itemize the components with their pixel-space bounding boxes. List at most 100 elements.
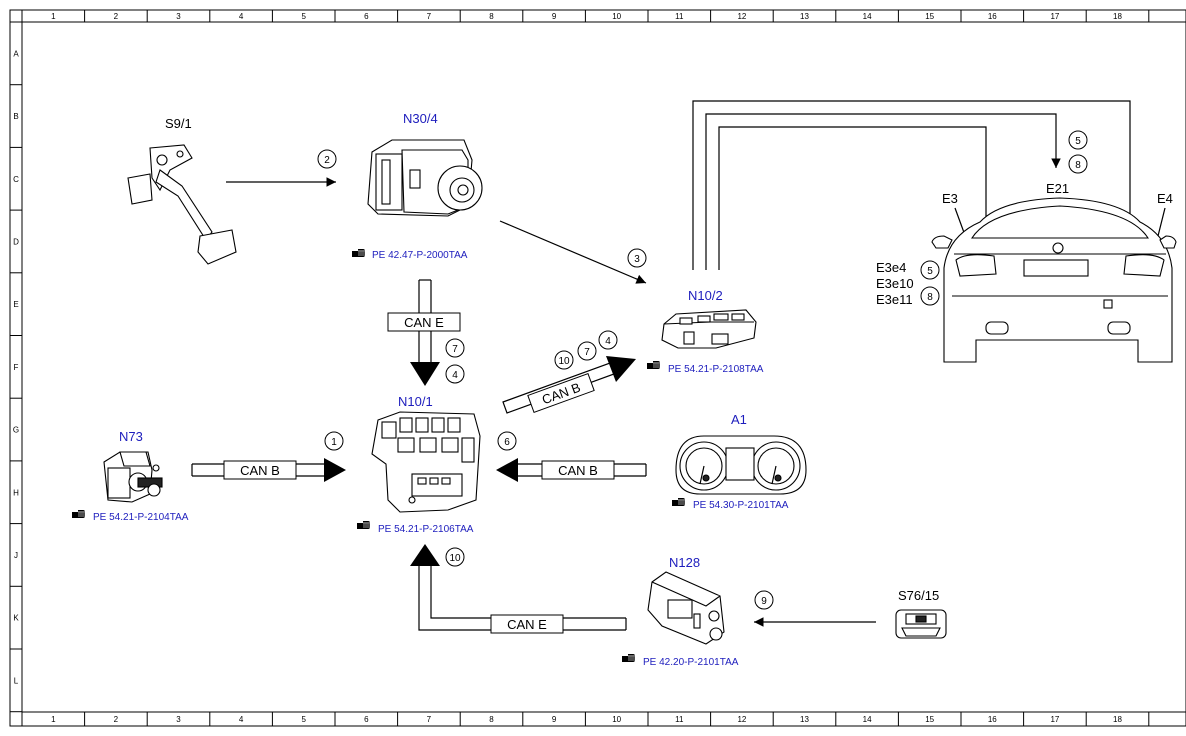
row-label: K (13, 614, 19, 623)
step-3: 3 (627, 248, 647, 268)
svg-text:7: 7 (584, 347, 590, 358)
step-5-side: 5 (920, 260, 940, 280)
column-label: 2 (114, 715, 119, 724)
column-label: 2 (114, 12, 119, 21)
svg-text:10: 10 (558, 356, 570, 367)
step-5-top: 5 (1068, 130, 1088, 150)
arrow-n30-4-to-n10-2 (499, 220, 647, 284)
column-label: 4 (239, 12, 244, 21)
svg-text:6: 6 (504, 437, 510, 448)
rear-sam-unit-icon (661, 309, 757, 349)
column-label: 12 (737, 715, 746, 724)
column-label: 1 (51, 12, 56, 21)
ignition-switch-n73: N73 PE 54.21-P-2104TAA (71, 429, 189, 523)
ref-n30-4[interactable]: PE 42.47-P-2000TAA (372, 250, 468, 261)
can-e-label-n128: CAN E (507, 617, 547, 632)
pointing-hand-icon (671, 497, 687, 507)
row-ticks (10, 21, 22, 713)
step-8-side: 8 (920, 286, 940, 306)
row-label: C (13, 175, 19, 184)
column-label: 17 (1050, 715, 1059, 724)
column-label: 12 (737, 12, 746, 21)
label-n73: N73 (119, 429, 143, 444)
step-4-left: 4 (445, 364, 465, 384)
pointing-hand-icon (646, 360, 662, 370)
ref-n10-2[interactable]: PE 54.21-P-2108TAA (668, 364, 764, 375)
svg-text:4: 4 (452, 370, 458, 381)
column-label: 3 (176, 12, 181, 21)
column-label: 5 (301, 715, 306, 724)
column-label: 7 (427, 715, 432, 724)
column-label: 17 (1050, 12, 1059, 21)
row-label: F (14, 363, 19, 372)
brake-pedal-icon (127, 144, 237, 265)
step-7-left: 7 (445, 338, 465, 358)
rear-sam-control-unit-n10-2: N10/2 PE 54.21-P-2108TAA (646, 288, 764, 375)
svg-text:5: 5 (927, 266, 933, 277)
column-label: 14 (863, 715, 872, 724)
row-label: A (13, 49, 19, 58)
column-label: 15 (925, 715, 934, 724)
column-label: 10 (612, 12, 621, 21)
can-b-bus-n73: CAN B (191, 458, 346, 482)
column-label: 7 (427, 12, 432, 21)
can-e-label: CAN E (404, 315, 444, 330)
column-label: 14 (863, 12, 872, 21)
sam-unit-icon (371, 411, 481, 513)
esp-control-unit-n30-4: N30/4 PE 42.47-P-2000TAA (351, 111, 483, 261)
label-e3e4: E3e4 (876, 260, 906, 275)
column-label: 18 (1113, 715, 1122, 724)
column-label: 11 (675, 12, 684, 21)
brake-pedal-switch-s9-1: S9/1 (127, 116, 237, 265)
sam-control-unit-n10-1: N10/1 PE 54.21-P-2106TAA (356, 394, 481, 535)
can-e-bus-n128: CAN E (410, 544, 627, 634)
svg-text:4: 4 (605, 336, 611, 347)
can-b-label-a1: CAN B (558, 463, 598, 478)
pointing-hand-icon (621, 653, 637, 663)
parking-brake-control-unit-n128: N128 PE 42.20-P-2101TAA (621, 555, 739, 668)
lamp-wires (692, 100, 1135, 272)
step-1: 1 (324, 431, 344, 451)
column-label: 8 (489, 12, 494, 21)
instrument-cluster-a1: A1 PE 54.30-P-2101TAA (671, 412, 807, 511)
can-b-label-n73: CAN B (240, 463, 280, 478)
label-e21: E21 (1046, 181, 1069, 196)
column-label: 8 (489, 715, 494, 724)
column-label: 15 (925, 12, 934, 21)
label-e3e10: E3e10 (876, 276, 914, 291)
label-a1: A1 (731, 412, 747, 427)
ignition-key-icon (103, 451, 163, 503)
label-e3: E3 (942, 191, 958, 206)
can-e-bus-vertical: CAN E (387, 279, 461, 386)
pointing-hand-icon (351, 248, 367, 258)
switch-icon (895, 609, 947, 639)
ref-n10-1[interactable]: PE 54.21-P-2106TAA (378, 524, 474, 535)
column-label: 6 (364, 12, 369, 21)
label-e3e11: E3e11 (876, 292, 913, 307)
pointing-hand-icon (356, 520, 372, 530)
can-b-bus-n10-2: CAN B (502, 356, 636, 414)
row-label: J (14, 551, 18, 560)
vehicle-rear: E21 E3 E4 E3e4 E3e10 E3e11 (876, 181, 1177, 363)
step-7-top: 7 (577, 341, 597, 361)
label-e4: E4 (1157, 191, 1173, 206)
instrument-cluster-icon (675, 435, 807, 495)
column-label: 5 (301, 12, 306, 21)
column-label: 10 (612, 715, 621, 724)
row-label: L (14, 676, 19, 685)
step-9: 9 (754, 590, 774, 610)
row-label: E (13, 300, 18, 309)
ref-n73[interactable]: PE 54.21-P-2104TAA (93, 512, 189, 523)
column-label: 9 (552, 12, 557, 21)
ref-a1[interactable]: PE 54.30-P-2101TAA (693, 500, 789, 511)
step-10-bottom: 10 (445, 547, 465, 567)
svg-text:2: 2 (324, 155, 330, 166)
row-label: B (13, 112, 18, 121)
label-n30-4: N30/4 (403, 111, 438, 126)
column-label: 11 (675, 715, 684, 724)
ref-n128[interactable]: PE 42.20-P-2101TAA (643, 657, 739, 668)
step-4-top: 4 (598, 330, 618, 350)
